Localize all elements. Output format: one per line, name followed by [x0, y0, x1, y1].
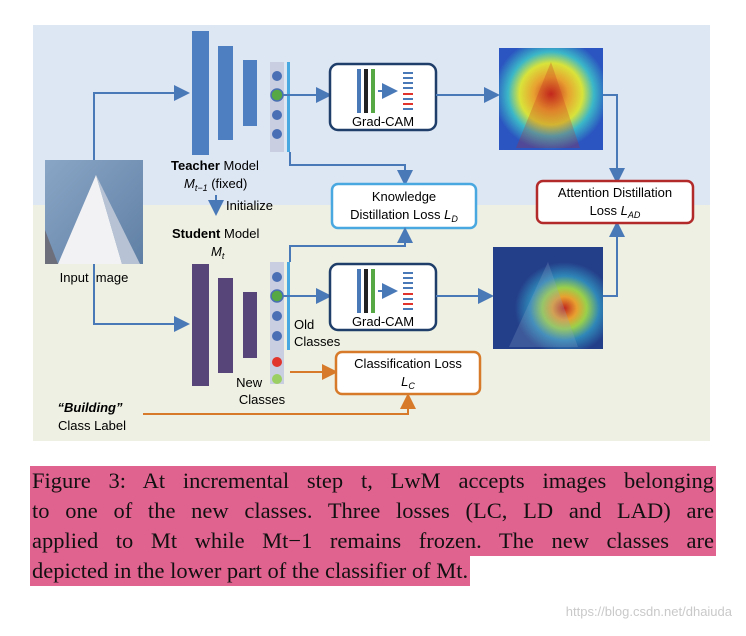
- student-new-node-green: [272, 374, 282, 384]
- lwm-figure: Input Image Teacher Model Mt−1 (fixed) I…: [33, 25, 710, 441]
- caption-line-1: Figure 3: At incremental step t, LwM acc…: [30, 466, 716, 496]
- teacher-classifier-column: [270, 62, 284, 152]
- arrow-bottom-heatmap-to-ad-loss: [603, 221, 625, 297]
- initialize-label: Initialize: [226, 198, 273, 213]
- arrow-class-label-to-cls-loss: [143, 393, 416, 415]
- teacher-attention-heatmap: [499, 48, 603, 150]
- student-old-node-2: [270, 289, 284, 303]
- gradcam-bottom-box: [328, 262, 438, 332]
- student-output-bar: [287, 262, 290, 350]
- student-attention-heatmap: [493, 247, 603, 349]
- student-old-node-3: [272, 311, 282, 321]
- student-layer-1: [192, 264, 209, 386]
- student-layer-2: [218, 278, 233, 373]
- student-old-node-1: [272, 272, 282, 282]
- ad-loss-label-1: Attention Distillation: [558, 185, 672, 200]
- caption-line-4: depicted in the lower part of the classi…: [30, 556, 471, 586]
- teacher-model-label: Teacher Model: [171, 158, 259, 173]
- caption-line-2: to one of the new classes. Three losses …: [30, 496, 716, 526]
- arrow-input-to-teacher: [93, 85, 190, 160]
- cls-loss-label-2: LC: [401, 374, 415, 391]
- teacher-output-bar: [287, 62, 290, 152]
- cls-loss-label-1: Classification Loss: [354, 356, 462, 371]
- watermark: https://blog.csdn.net/dhaiuda: [565, 604, 732, 619]
- arrow-input-to-student: [93, 264, 190, 332]
- old-classes-label: Old Classes: [294, 317, 341, 349]
- student-new-node-red: [272, 357, 282, 367]
- kd-loss-label-2: Distillation Loss LD: [350, 207, 458, 224]
- arrow-student-to-kd-loss: [289, 227, 413, 262]
- student-model-symbol: Mt: [211, 244, 225, 261]
- class-label: Class Label: [58, 418, 126, 433]
- ad-loss-label-2: Loss LAD: [590, 203, 641, 220]
- teacher-node-1: [272, 71, 282, 81]
- student-layer-3: [243, 292, 257, 358]
- teacher-model-symbol: Mt−1 (fixed): [184, 176, 247, 193]
- student-old-node-4: [272, 331, 282, 341]
- new-classes-label: New Classes: [236, 375, 285, 407]
- attention-distillation-loss-box: [535, 179, 695, 225]
- gradcam-bottom-label: Grad-CAM: [352, 314, 414, 329]
- gradcam-top-box: [328, 62, 438, 132]
- kd-loss-label-1: Knowledge: [372, 189, 436, 204]
- teacher-node-2: [270, 88, 284, 102]
- input-image: [45, 160, 143, 264]
- building-label: “Building”: [58, 400, 123, 415]
- teacher-node-4: [272, 129, 282, 139]
- arrow-top-heatmap-to-ad-loss: [603, 94, 625, 184]
- figure-caption: Figure 3: At incremental step t, LwM acc…: [30, 466, 716, 586]
- arrow-teacher-to-kd-loss: [289, 152, 413, 186]
- student-model-label: Student Model: [172, 226, 260, 241]
- teacher-layer-3: [243, 60, 257, 126]
- caption-line-3: applied to Mt while Mt−1 remains frozen.…: [30, 526, 716, 556]
- teacher-layer-1: [192, 31, 209, 155]
- teacher-layer-2: [218, 46, 233, 140]
- teacher-node-3: [272, 110, 282, 120]
- gradcam-top-label: Grad-CAM: [352, 114, 414, 129]
